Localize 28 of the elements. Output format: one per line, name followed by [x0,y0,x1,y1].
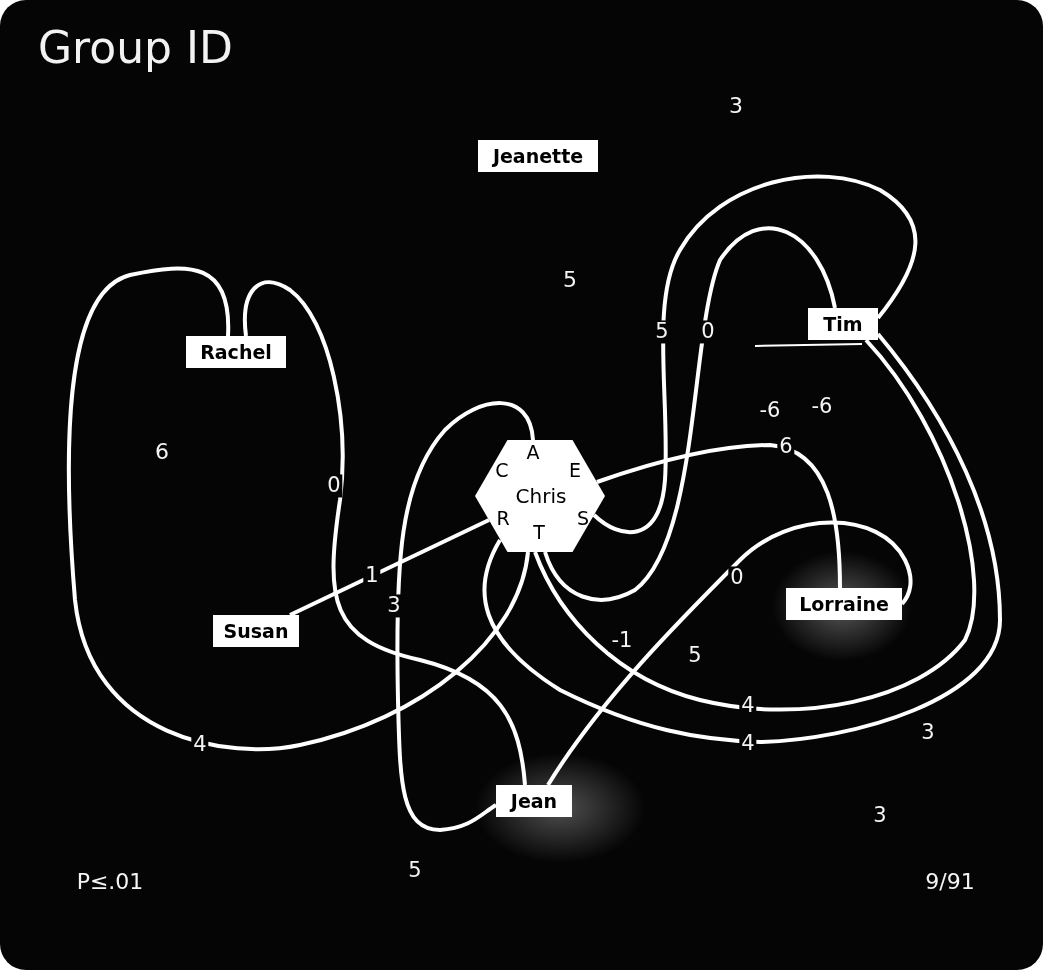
name-tag: Susan [213,615,299,647]
node-label: A [526,441,540,463]
node-label: Chris [515,484,567,508]
connector-curve [289,518,490,617]
connector-curve [243,280,527,786]
name-tag: Rachel [186,336,286,368]
connector-curve [596,443,842,589]
node-label: E [569,459,581,481]
connector-curve [395,401,535,832]
connector-curve [543,226,837,602]
connector-curve [482,332,1002,744]
node-label: C [495,459,509,481]
name-tag: Jeanette [478,140,598,172]
slide-title: Group ID [38,22,233,73]
connector-curve [592,174,918,534]
name-tag: Lorraine [786,588,902,620]
name-tag: Jean [496,785,572,817]
connector-curve [546,520,913,787]
node-label: R [496,507,510,529]
hexagon-node [475,440,605,552]
edge-label: 0 [325,474,343,498]
edge-label: 3 [385,594,403,618]
edge-label: 0 [699,320,717,344]
connector-curve [66,266,530,751]
node-label: S [576,507,590,529]
name-tag: Tim [808,308,878,340]
connector-curve [533,338,976,712]
node-label: T [533,521,545,543]
